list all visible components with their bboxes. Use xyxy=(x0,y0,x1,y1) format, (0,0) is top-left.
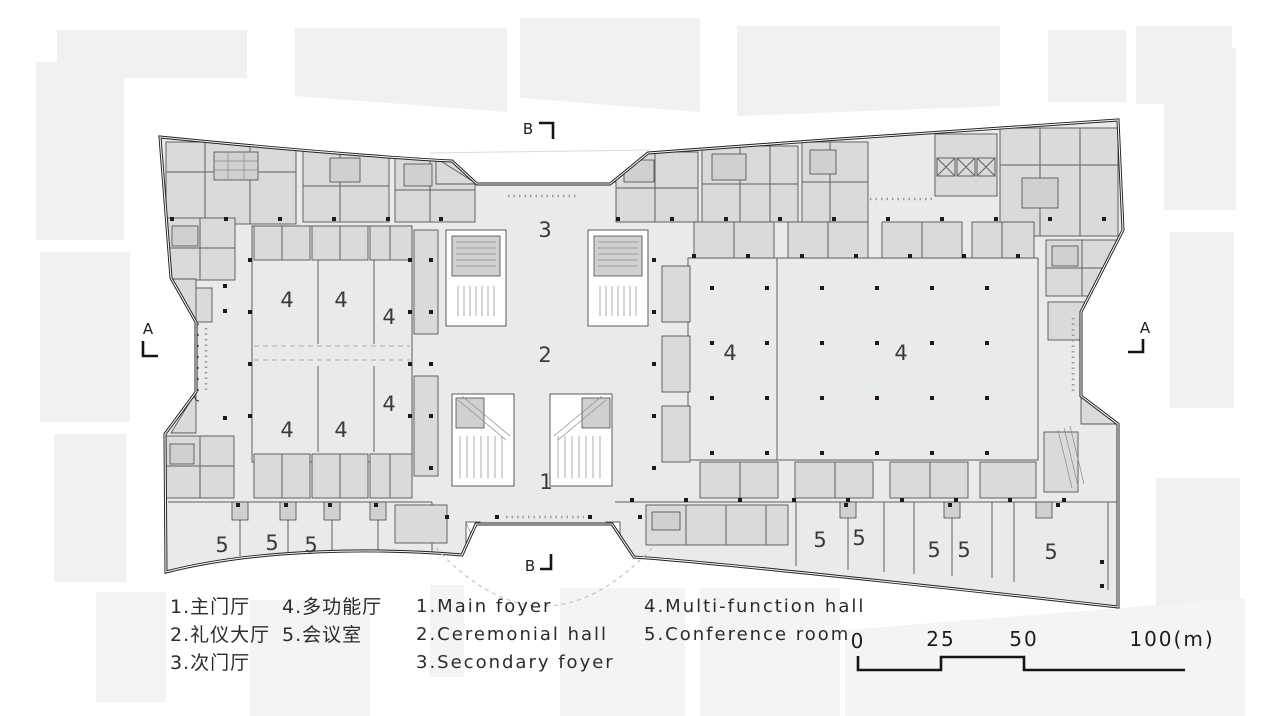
building-interior xyxy=(163,127,1121,590)
section-tick-a-left xyxy=(141,341,158,358)
perimeter-rooms-bottom xyxy=(168,501,1118,590)
room-label-conference: 5 xyxy=(957,538,970,562)
perimeter-rooms-top xyxy=(165,127,1119,237)
stair-cores xyxy=(445,229,649,487)
room-label-multifunction: 4 xyxy=(723,341,736,365)
room-labels: 3 2 1 4 4 4 4 4 4 4 4 5 5 5 5 5 5 5 5 xyxy=(215,218,1057,564)
legend-item: 4.多功能厅 xyxy=(282,596,383,618)
legend-zh-col1: 1.主门厅 2.礼仪大厅 3.次门厅 xyxy=(170,593,270,677)
room-label-conference: 5 xyxy=(1044,540,1057,564)
scale-tick-100: 100(m) xyxy=(1129,627,1214,651)
section-label-b-bottom: B xyxy=(525,557,535,575)
section-tick-a-right xyxy=(1128,339,1145,354)
legend-item: 2.礼仪大厅 xyxy=(170,624,271,646)
legend-item: 4.Multi-function hall xyxy=(644,596,866,617)
room-label-multifunction: 4 xyxy=(334,288,347,312)
room-label-conference: 5 xyxy=(813,528,826,552)
scale-tick-0: 0 xyxy=(851,629,866,653)
multi-function-halls-left xyxy=(251,225,439,499)
scale-bar: 0 25 50 100(m) xyxy=(851,627,1214,672)
room-label-main-foyer: 1 xyxy=(539,470,552,494)
section-label-b-top: B xyxy=(523,120,533,138)
section-marker-b-top: B xyxy=(523,120,555,139)
room-label-multifunction: 4 xyxy=(280,418,293,442)
room-label-conference: 5 xyxy=(852,526,865,550)
legend-en-col2: 4.Multi-function hall 5.Conference room xyxy=(644,593,865,649)
context-buildings xyxy=(36,18,1245,716)
room-label-multifunction: 4 xyxy=(334,418,347,442)
room-label-ceremonial-hall: 2 xyxy=(538,343,551,367)
section-marker-b-bottom: B xyxy=(525,554,553,575)
scale-bar-line xyxy=(856,655,1185,672)
perimeter-rooms-left xyxy=(163,217,236,499)
section-label-a-right: A xyxy=(1140,319,1151,337)
multi-function-hall-right xyxy=(661,221,1039,499)
legend-en-col1: 1.Main foyer 2.Ceremonial hall 3.Seconda… xyxy=(416,593,615,677)
room-label-multifunction: 4 xyxy=(280,288,293,312)
room-label-secondary-foyer: 3 xyxy=(538,218,551,242)
section-tick-b-top xyxy=(539,121,555,139)
legend-item: 5.会议室 xyxy=(282,624,363,646)
room-label-conference: 5 xyxy=(927,538,940,562)
section-marker-a-left: A xyxy=(141,320,158,358)
room-label-conference: 5 xyxy=(265,531,278,555)
room-label-multifunction: 4 xyxy=(894,341,907,365)
scale-tick-25: 25 xyxy=(926,627,955,651)
legend-item: 5.Conference room xyxy=(644,624,851,645)
legend-item: 1.Main foyer xyxy=(416,596,553,617)
legend-item: 1.主门厅 xyxy=(170,596,251,618)
legend-item: 3.Secondary foyer xyxy=(416,652,615,673)
room-label-conference: 5 xyxy=(215,533,228,557)
scale-tick-50: 50 xyxy=(1009,627,1038,651)
legend-item: 2.Ceremonial hall xyxy=(416,624,609,645)
legend-item: 3.次门厅 xyxy=(170,652,251,674)
section-marker-a-right: A xyxy=(1128,319,1151,354)
legend-zh-col2: 4.多功能厅 5.会议室 xyxy=(282,593,382,649)
section-label-a-left: A xyxy=(143,320,154,338)
section-tick-b-bottom xyxy=(540,554,553,571)
room-label-multifunction: 4 xyxy=(382,305,395,329)
room-label-conference: 5 xyxy=(304,533,317,557)
room-label-multifunction: 4 xyxy=(382,392,395,416)
building-outline-inner xyxy=(159,119,1124,608)
entrance-piers xyxy=(465,521,621,557)
